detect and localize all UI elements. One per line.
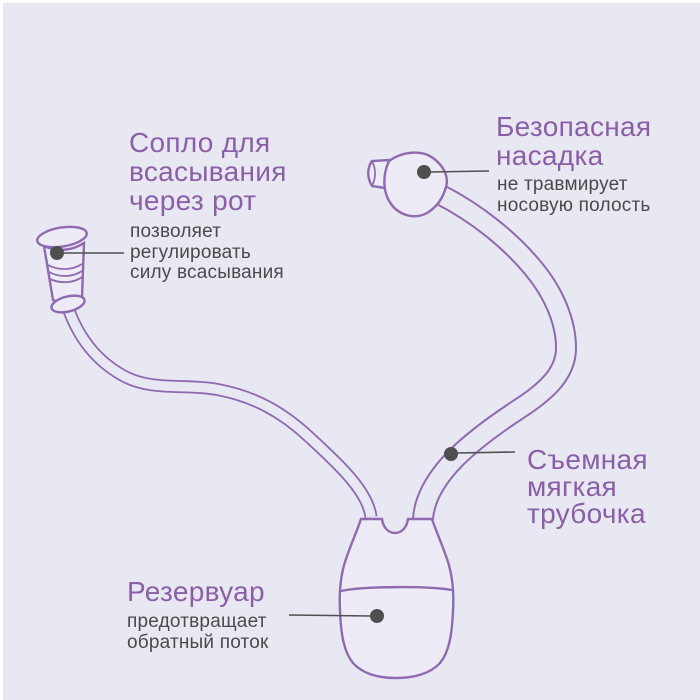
reservoir-description: предотвращает обратный поток — [127, 611, 269, 653]
mouthpiece-cap — [36, 225, 88, 249]
reservoir-seam — [340, 585, 453, 593]
label-mouth-nozzle-desc: позволяет регулировать силу всасывания — [130, 204, 284, 302]
soft-tube — [412, 185, 578, 521]
reservoir-title: Резервуар — [127, 576, 265, 607]
label-safe-tip: Безопасная насадка — [496, 94, 651, 188]
safe-tip-description: не травмирует носовую полость — [497, 174, 651, 216]
mouthpiece — [36, 225, 88, 314]
safety-tip-rim — [371, 160, 376, 187]
reservoir-body — [338, 517, 455, 680]
label-reservoir: Резервуар — [127, 559, 265, 624]
left-white-edge — [0, 0, 3, 700]
marker-dot-mouth-nozzle — [50, 246, 64, 260]
marker-dot-reservoir — [370, 609, 384, 623]
mouth-nozzle-description: позволяет регулировать силу всасывания — [130, 221, 284, 283]
label-safe-tip-desc: не травмирует носовую полость — [497, 157, 650, 234]
leader-line-reservoir — [288, 614, 372, 617]
soft-tube-title: Съемная мягкая трубочка — [527, 444, 648, 529]
safety-tip-nozzle — [367, 151, 448, 218]
reservoir — [338, 517, 455, 680]
safety-tip-body — [383, 151, 448, 218]
mouthpiece-collar — [50, 294, 86, 314]
marker-dot-safe-tip — [417, 165, 431, 179]
marker-dot-soft-tube — [444, 447, 458, 461]
callouts — [50, 165, 516, 623]
top-white-edge — [0, 0, 700, 3]
safe-tip-title: Безопасная насадка — [496, 111, 652, 171]
label-mouth-nozzle: Сопло для всасывания через рот — [129, 110, 287, 233]
mouthpiece-thread — [49, 276, 83, 284]
mouthpiece-thread — [47, 263, 83, 270]
leader-line-soft-tube — [456, 451, 516, 454]
label-soft-tube: Съемная мягкая трубочка — [527, 428, 648, 545]
suction-tube — [60, 302, 378, 519]
label-reservoir-desc: предотвращает обратный поток — [127, 594, 269, 671]
mouthpiece-thread — [48, 270, 83, 277]
leader-line-safe-tip — [429, 170, 490, 173]
mouth-nozzle-title: Сопло для всасывания через рот — [129, 127, 287, 216]
